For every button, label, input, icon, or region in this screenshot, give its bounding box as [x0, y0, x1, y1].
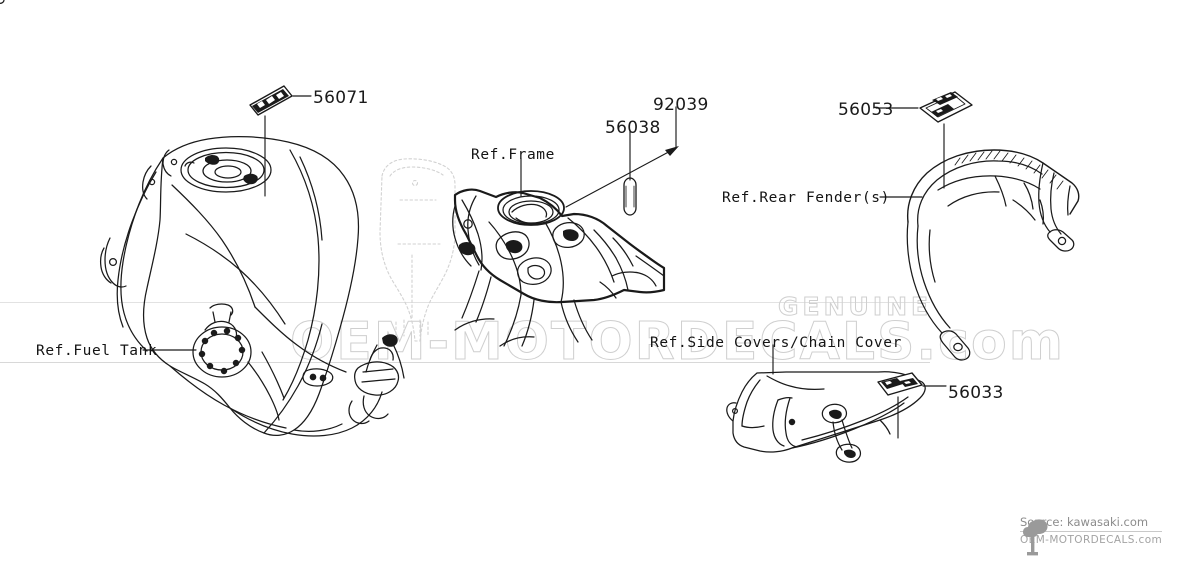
decal-56053 [919, 91, 973, 123]
callout-56071[interactable]: 56071 [313, 88, 369, 108]
leader-lines [142, 95, 947, 439]
ref-label-side-covers-chain-cover[interactable]: Ref.Side Covers/Chain Cover [650, 335, 902, 351]
callout-56053[interactable]: 56053 [838, 100, 894, 120]
callout-56038[interactable]: 56038 [605, 118, 661, 138]
frame-drawing [452, 188, 666, 347]
ref-label-rear-fender[interactable]: Ref.Rear Fender(s) [722, 190, 890, 206]
tank-bracket-detail [302, 368, 334, 387]
decal-56071 [249, 85, 293, 116]
ref-label-fuel-tank[interactable]: Ref.Fuel Tank [36, 343, 158, 359]
site-text: OEM-MOTORDECALS.com [1020, 534, 1163, 546]
tank-connector-cluster [348, 334, 405, 425]
pin-56038 [623, 177, 637, 216]
fuel-pump-flange [192, 303, 252, 378]
footer-divider [1020, 531, 1163, 532]
callout-92039[interactable]: 92039 [653, 95, 709, 115]
rear-fender-drawing [0, 0, 1080, 361]
steering-head-ring [497, 190, 565, 226]
callout-56033[interactable]: 56033 [948, 383, 1004, 403]
ref-label-frame[interactable]: Ref.Frame [471, 147, 555, 163]
watermark-rule [0, 362, 930, 363]
source-text: Source: kawasaki.com [1020, 515, 1149, 529]
fuel-cap-detail [180, 147, 272, 193]
kawasaki-river-mark-icon [1023, 519, 1048, 556]
seat-ghost-drawing [379, 158, 456, 342]
source-footer: Source: kawasaki.com OEM-MOTORDECALS.com [1020, 515, 1163, 556]
watermark-rule-top [0, 302, 930, 303]
decal-56033 [877, 372, 923, 396]
fuel-tank-drawing [100, 135, 405, 437]
